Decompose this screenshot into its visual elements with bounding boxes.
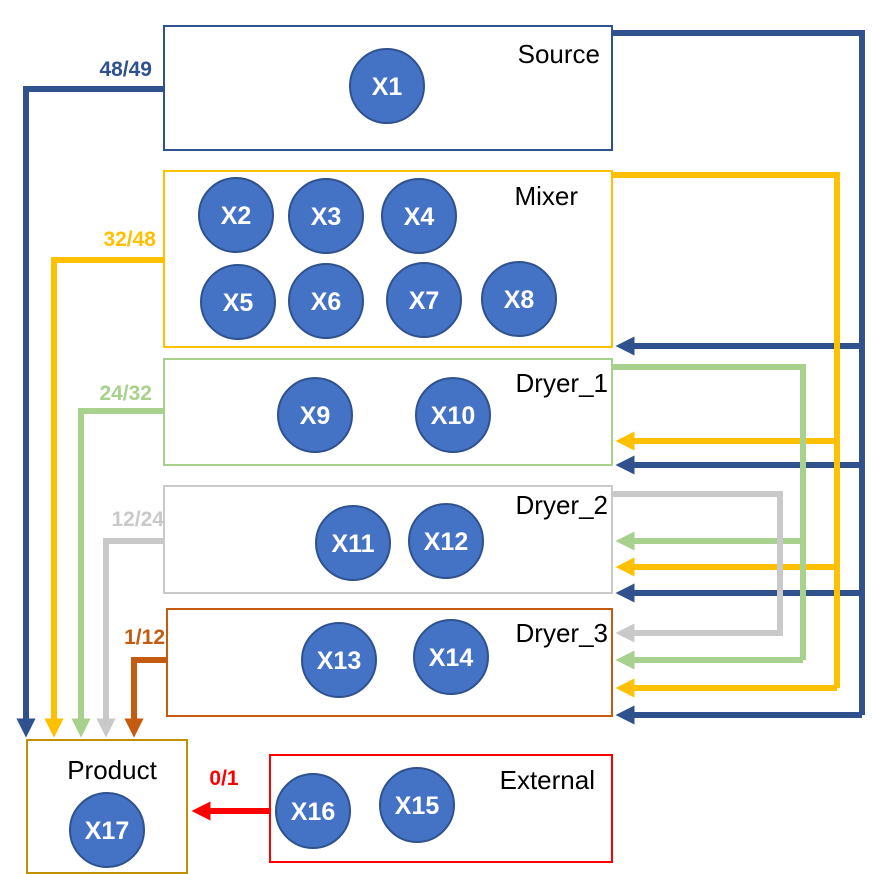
node-x15: X15 xyxy=(379,767,455,843)
svg-text:X10: X10 xyxy=(431,402,475,430)
svg-text:X13: X13 xyxy=(317,647,361,675)
mixer-ratio-label: 32/48 xyxy=(103,228,156,251)
external-title: External xyxy=(500,765,595,795)
dryer-1-recycle-trunk xyxy=(612,364,806,660)
svg-text:X4: X4 xyxy=(404,203,435,231)
dryer-2-ratio-label: 12/24 xyxy=(111,508,164,531)
dryer-3-ratio-label: 1/12 xyxy=(124,626,165,649)
svg-text:X1: X1 xyxy=(372,73,403,101)
node-x11: X11 xyxy=(315,505,391,581)
source-title: Source xyxy=(518,39,600,69)
dryer-3-title: Dryer_3 xyxy=(516,618,608,648)
dryer-2-title: Dryer_2 xyxy=(516,490,608,520)
svg-text:X8: X8 xyxy=(504,286,535,314)
svg-text:X6: X6 xyxy=(311,288,342,316)
source-to-product-arrow xyxy=(16,86,164,738)
node-x3: X3 xyxy=(288,178,364,254)
dryer-3-box xyxy=(166,608,613,717)
node-x17: X17 xyxy=(69,792,145,868)
node-x10: X10 xyxy=(415,377,491,453)
svg-text:X7: X7 xyxy=(409,287,440,315)
svg-text:X15: X15 xyxy=(395,792,440,820)
svg-text:X11: X11 xyxy=(331,530,374,558)
node-x12: X12 xyxy=(408,503,484,579)
source-ratio-label: 48/49 xyxy=(99,58,152,81)
dryer-1-ratio-label: 24/32 xyxy=(99,382,152,405)
dryer-3-to-product-arrow xyxy=(124,657,167,738)
node-x1: X1 xyxy=(349,48,425,124)
external-ratio-label: 0/1 xyxy=(209,767,239,790)
dryer-1-box xyxy=(163,358,613,466)
mixer-recycle-trunk xyxy=(612,172,840,688)
source-recycle-trunk xyxy=(612,30,865,715)
node-x16: X16 xyxy=(275,773,351,849)
svg-text:X9: X9 xyxy=(300,402,331,430)
node-x8: X8 xyxy=(481,261,557,337)
node-x13: X13 xyxy=(301,622,377,698)
node-x7: X7 xyxy=(386,262,462,338)
node-x4: X4 xyxy=(381,178,457,254)
node-x14: X14 xyxy=(413,619,489,695)
node-x9: X9 xyxy=(277,377,353,453)
node-x5: X5 xyxy=(200,264,276,340)
dryer-2-to-product-arrow xyxy=(96,538,164,738)
svg-text:X12: X12 xyxy=(424,528,468,556)
svg-text:X17: X17 xyxy=(85,817,129,845)
product-title: Product xyxy=(67,755,157,785)
node-x2: X2 xyxy=(198,177,274,253)
svg-text:X14: X14 xyxy=(429,644,474,672)
dryer-1-title: Dryer_1 xyxy=(516,368,608,398)
svg-text:X5: X5 xyxy=(223,289,254,317)
mixer-title: Mixer xyxy=(514,181,578,211)
svg-text:X16: X16 xyxy=(291,798,335,826)
svg-text:X3: X3 xyxy=(311,203,342,231)
node-x6: X6 xyxy=(288,263,364,339)
svg-text:X2: X2 xyxy=(221,202,252,230)
mixer-to-product-arrow xyxy=(44,257,164,738)
dryer-1-to-product-arrow xyxy=(71,408,164,738)
dryer-2-to-dryer-3-arrow xyxy=(612,491,783,643)
